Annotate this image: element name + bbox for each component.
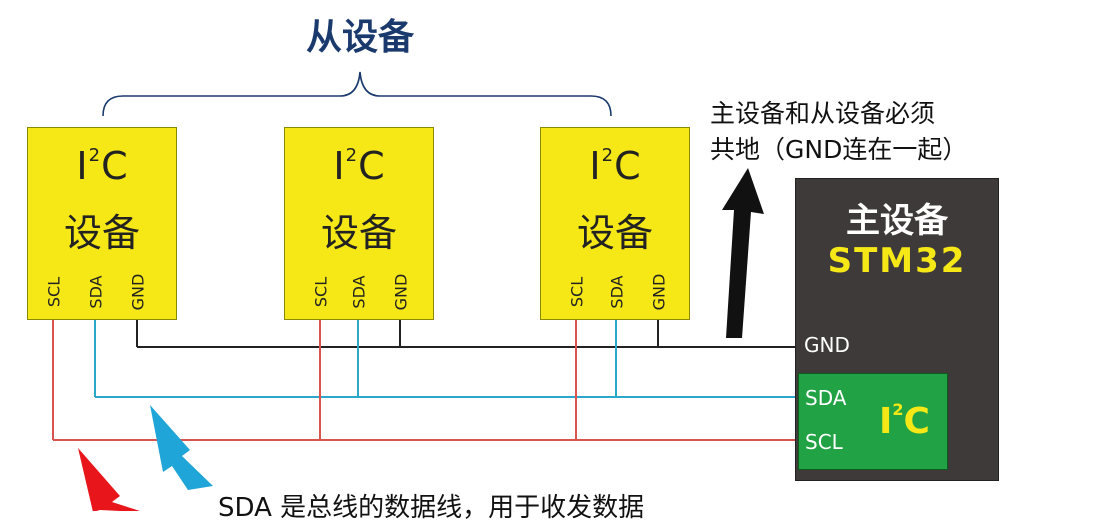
ground-note-line-1: 主设备和从设备必须 (710, 99, 936, 128)
master-gnd-pin: GND (804, 333, 850, 357)
pin-scl: SCL (44, 276, 64, 308)
pin-gnd: GND (391, 273, 411, 311)
gnd-bus (136, 320, 796, 348)
slave-group-title: 从设备 (305, 17, 414, 58)
sda-note: SDA 是总线的数据线，用于收发数据 (218, 493, 645, 523)
slave-device-protocol: I2C (589, 144, 641, 188)
slave-device-name: 设备 (576, 211, 653, 255)
master-device-name: 主设备 (846, 201, 948, 241)
sda-note-arrow (150, 405, 213, 490)
master-sda-pin: SDA (805, 386, 847, 410)
master-i2c-label: I2C (879, 400, 930, 442)
pin-sda: SDA (86, 275, 106, 309)
slave-device-name: 设备 (320, 211, 397, 255)
ground-note: 主设备和从设备必须 共地（GND连在一起） (710, 96, 1010, 168)
master-device-model: STM32 (827, 241, 967, 281)
pin-gnd: GND (649, 273, 669, 311)
pin-gnd: GND (128, 273, 148, 311)
ground-note-line-2: 共地（GND连在一起） (710, 135, 968, 164)
scl-note-arrow (78, 448, 140, 511)
master-scl-pin: SCL (805, 430, 843, 454)
slave-device-2: I2C 设备 SCL SDA GND (284, 127, 434, 320)
wiring-layer (52, 71, 797, 511)
slave-device-protocol: I2C (333, 144, 385, 188)
pin-scl: SCL (311, 276, 331, 308)
gnd-note-arrow (722, 168, 764, 338)
master-i2c-peripheral: SDA SCL I2C (798, 373, 948, 470)
slave-device-1: I2C 设备 SCL SDA GND (27, 127, 177, 320)
pin-sda: SDA (349, 275, 369, 309)
i2c-bus-diagram: 从设备 I2C 设备 SCL SDA GND I2C 设备 SCL SDA GN… (27, 17, 1010, 523)
pin-scl: SCL (567, 276, 587, 308)
pin-sda: SDA (607, 275, 627, 309)
slave-device-3: I2C 设备 SCL SDA GND (540, 127, 690, 320)
slave-group-brace (102, 71, 612, 117)
sda-bus (94, 320, 797, 398)
master-device: 主设备 STM32 GND SDA SCL I2C (795, 178, 999, 481)
slave-device-name: 设备 (63, 211, 140, 255)
slave-device-protocol: I2C (76, 144, 128, 188)
